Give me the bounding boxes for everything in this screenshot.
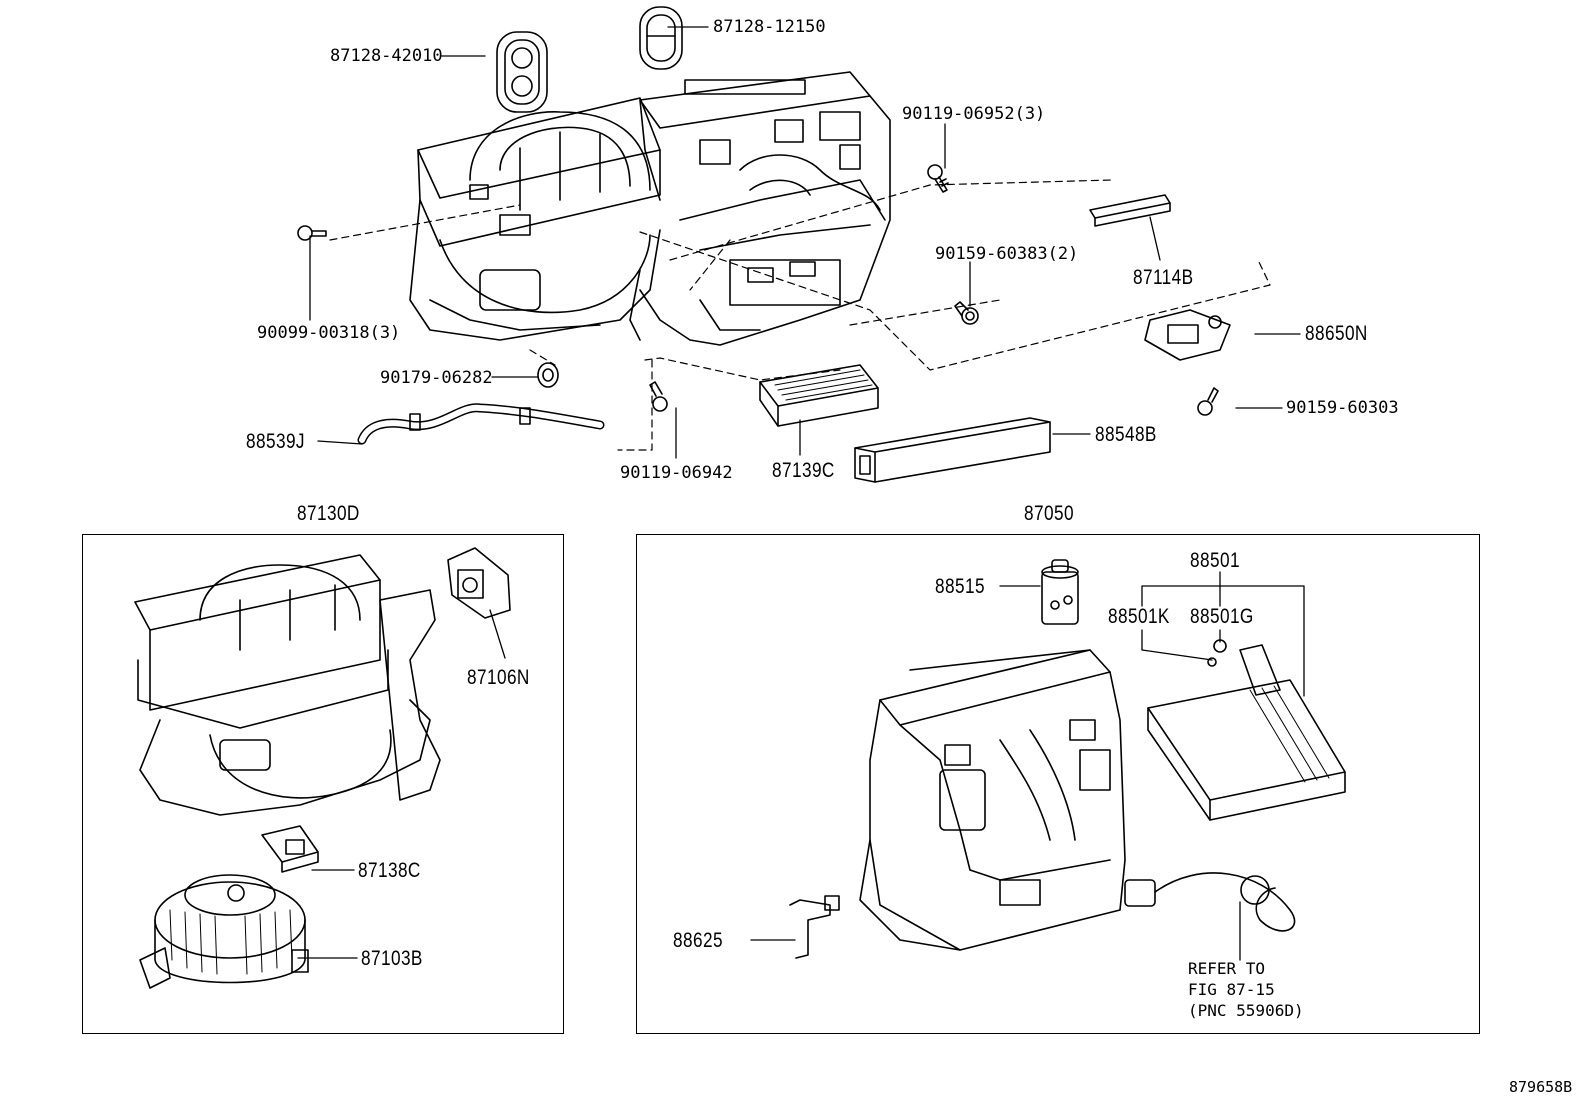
grommet-87128-42010	[497, 32, 547, 112]
part-88625	[790, 896, 839, 958]
label-88501G[interactable]: 88501G	[1190, 605, 1254, 628]
screw-90159-60383	[955, 302, 978, 324]
label-88539J[interactable]: 88539J	[246, 430, 305, 453]
refer-line-2: FIG 87-15	[1188, 980, 1275, 999]
screw-90119-06942	[650, 382, 667, 411]
part-88515	[1042, 560, 1078, 624]
diagram-id: 879658B	[1509, 1078, 1573, 1096]
screw-90159-60303	[1198, 388, 1218, 415]
screw-90099-00318	[298, 226, 326, 240]
part-87050-heater-case	[860, 650, 1125, 950]
nut-90179-06282	[538, 363, 558, 387]
label-90099-00318[interactable]: 90099-00318(3)	[257, 323, 401, 343]
part-87130D-blower-case	[135, 555, 440, 815]
label-90159-60383[interactable]: 90159-60383(2)	[935, 244, 1079, 264]
upper-assembly	[410, 72, 890, 345]
label-group-87130D[interactable]: 87130D	[297, 502, 360, 525]
refer-line-3: (PNC 55906D)	[1188, 1001, 1304, 1020]
part-87139C	[760, 365, 878, 426]
ring-88501K	[1208, 658, 1216, 666]
label-90119-06952[interactable]: 90119-06952(3)	[902, 104, 1046, 124]
temp-sensor-55906D	[1125, 873, 1295, 931]
grommet-87128-12150	[640, 7, 682, 69]
label-90159-60303[interactable]: 90159-60303	[1286, 398, 1399, 418]
label-88548B[interactable]: 88548B	[1095, 423, 1157, 446]
refer-line-1: REFER TO	[1188, 959, 1266, 978]
label-87103B[interactable]: 87103B	[361, 947, 423, 970]
label-90179-06282[interactable]: 90179-06282	[380, 368, 493, 388]
part-88548B	[855, 418, 1050, 482]
screw-90119-06952	[928, 165, 948, 192]
label-88501[interactable]: 88501	[1190, 549, 1240, 572]
label-88501K[interactable]: 88501K	[1108, 605, 1170, 628]
part-88539J	[362, 408, 600, 440]
label-group-87050[interactable]: 87050	[1024, 502, 1074, 525]
dashed-guides	[330, 180, 1270, 450]
label-87128-42010[interactable]: 87128-42010	[330, 46, 443, 66]
label-88625[interactable]: 88625	[673, 929, 723, 952]
part-88650N	[1145, 310, 1230, 360]
label-87138C[interactable]: 87138C	[358, 859, 421, 882]
label-88650N[interactable]: 88650N	[1305, 322, 1368, 345]
label-87139C[interactable]: 87139C	[772, 459, 835, 482]
refer-note: REFER TO FIG 87-15 (PNC 55906D)	[1188, 958, 1304, 1021]
group-box-87050	[636, 534, 1480, 1034]
label-87106N[interactable]: 87106N	[467, 666, 530, 689]
label-90119-06942[interactable]: 90119-06942	[620, 463, 733, 483]
part-87138C	[262, 826, 318, 872]
group-box-87130D	[82, 534, 564, 1034]
part-87106N	[448, 548, 510, 618]
part-88501-evaporator	[1148, 645, 1345, 820]
part-87114B	[1090, 195, 1170, 226]
part-87103B	[140, 875, 308, 988]
label-87128-12150[interactable]: 87128-12150	[713, 17, 826, 37]
label-88515[interactable]: 88515	[935, 575, 985, 598]
leader-lines	[298, 27, 1304, 960]
label-87114B[interactable]: 87114B	[1133, 266, 1194, 289]
ring-88501G	[1214, 640, 1226, 652]
